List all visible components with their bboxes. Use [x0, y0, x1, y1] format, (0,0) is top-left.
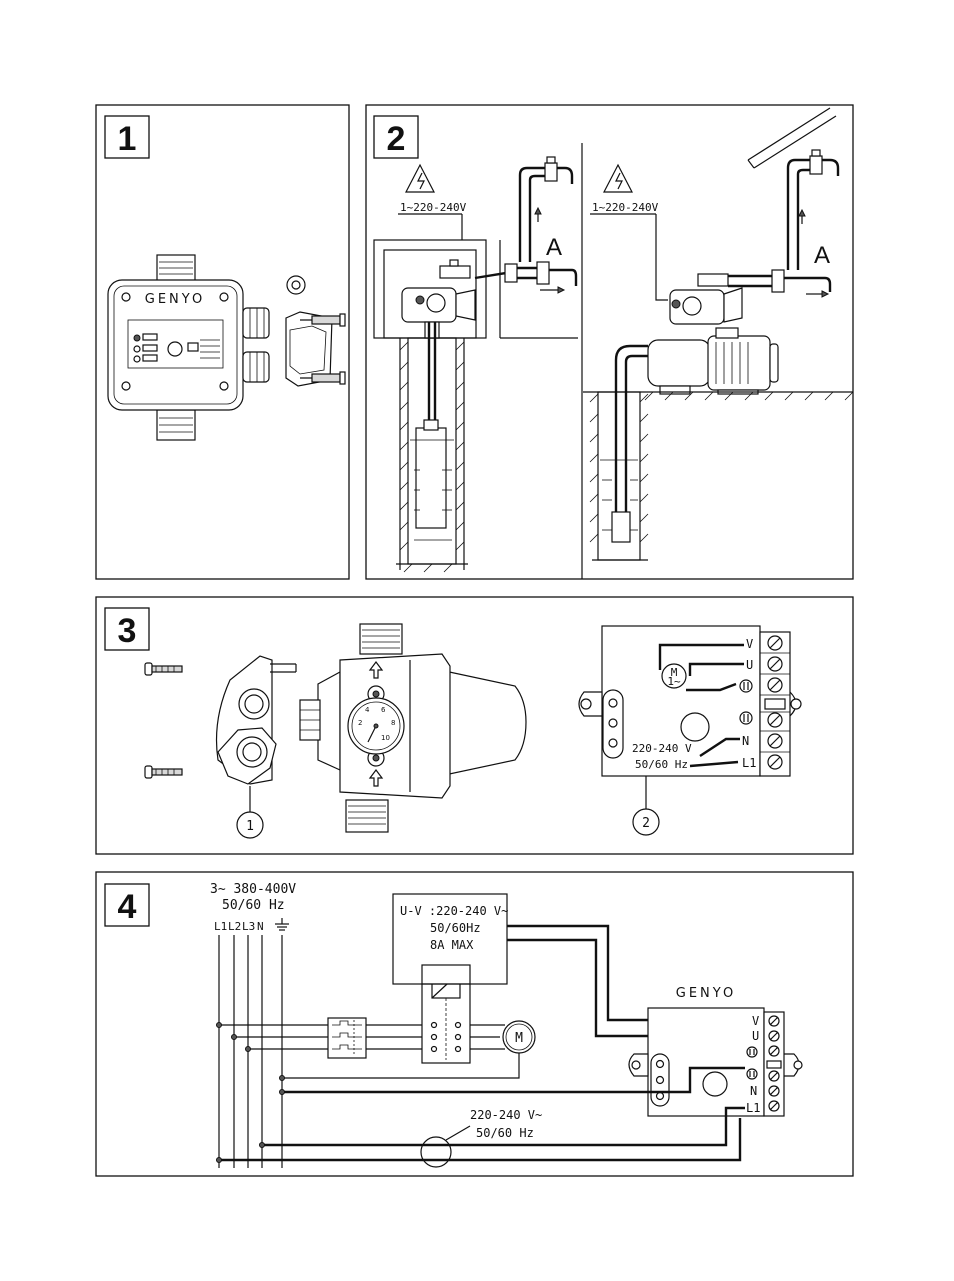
aux-voltage-label: 220-240 V~: [470, 1108, 542, 1122]
callout-2-label: 2: [642, 816, 650, 831]
terminal-label-v: V: [752, 1014, 759, 1028]
panel-4-number: 4: [118, 888, 137, 926]
panel-4: 4 3~ 380-400V 50/60 Hz L1 L2 L3 N: [95, 871, 854, 1177]
panel-2-number-box: [373, 115, 419, 159]
callout-1: [236, 811, 264, 839]
right-outlet-label: A: [814, 242, 830, 269]
cable-hole: [680, 712, 710, 742]
screw-icon: [121, 381, 131, 391]
terminal-label-n: N: [750, 1084, 757, 1098]
electric-warning-icon: [603, 163, 633, 193]
panel-3-frame: [95, 596, 854, 855]
terminal-label-v: V: [746, 637, 753, 651]
panel-1: 1 GENYO: [95, 104, 350, 580]
panel-1-number-box: [104, 115, 150, 159]
pressure-controller-front: GENYO: [107, 254, 270, 441]
terminal-label-u: U: [752, 1029, 759, 1043]
callout-2: [632, 808, 660, 836]
panel-2: 2 1~220-240V: [365, 104, 854, 580]
panel-2-number: 2: [387, 120, 406, 158]
panel-2-frame: [365, 104, 854, 580]
screw-upper: [144, 662, 183, 676]
panel-4-number-box: [104, 883, 150, 927]
terminal-screws: [764, 635, 786, 770]
genyo-terminal-board: V U N L1: [628, 1007, 803, 1117]
submersible-installation: 1~220-240V A: [373, 156, 578, 573]
motor-label: M: [671, 666, 678, 679]
right-voltage-label: 1~220-240V: [592, 201, 659, 214]
terminal-label-l1: L1: [746, 1101, 760, 1115]
relay-spec-current: 8A MAX: [430, 938, 474, 952]
panel-1-number: 1: [118, 120, 137, 158]
controller-brand: GENYO: [676, 986, 736, 1001]
screw-icon: [219, 292, 229, 302]
panel-4-frame: [95, 871, 854, 1177]
dial-number: 8: [391, 719, 395, 727]
relay-spec-frequency: 50/60Hz: [430, 921, 481, 935]
cable-gland-lower: [242, 351, 270, 383]
terminal-label-l1: L1: [742, 756, 756, 770]
bottom-threaded-connector: [345, 799, 389, 833]
terminal-board: V U N L1 M 1~ 220-240 V 50/60 Hz 2: [578, 625, 802, 836]
reset-button-icon: [167, 341, 183, 357]
earth-symbol-icon: [275, 918, 289, 931]
terminal-label-n: N: [742, 734, 749, 748]
gauge-needle: [367, 725, 377, 743]
gauge-icon: [682, 296, 702, 316]
top-threaded-connector: [359, 623, 403, 655]
relay-spec-voltage: U-V :220-240 V~: [400, 904, 508, 918]
left-voltage-label: 1~220-240V: [400, 201, 467, 214]
left-outlet-label: A: [546, 234, 562, 261]
controller-side-body: [439, 669, 527, 777]
aux-frequency-label: 50/60 Hz: [476, 1126, 534, 1140]
motor-sub-label: 1~: [667, 675, 681, 688]
line-label-l1: L1: [214, 920, 227, 933]
submersible-pump: [415, 427, 447, 529]
arrow-up-icon: [368, 661, 384, 679]
controller-brand: GENYO: [145, 292, 205, 307]
roof-line: [747, 107, 831, 161]
controller-label-plate: [127, 319, 224, 369]
supply-frequency-label: 50/60 Hz: [635, 758, 688, 771]
ground-terminal-icon: [746, 1068, 758, 1080]
three-phase-motor-label: M: [515, 1031, 523, 1046]
aux-supply-circle: [420, 1136, 452, 1168]
pressure-controller-gauge-view: 2 4 6 8 10: [299, 623, 527, 833]
panel-3-number: 3: [118, 612, 137, 650]
line-label-l3: L3: [242, 920, 255, 933]
dial-number: 2: [358, 719, 362, 727]
dial-number: 4: [365, 706, 370, 714]
callout-1-label: 1: [246, 819, 254, 834]
gauge-icon: [426, 293, 446, 313]
motor-icon: [661, 663, 687, 689]
cable-hole: [702, 1071, 728, 1097]
dial-number: 6: [381, 706, 386, 714]
cable-gland-upper: [242, 307, 270, 339]
ground-terminal-icon: [739, 679, 753, 693]
terminal-label-u: U: [746, 658, 753, 672]
electric-warning-icon: [405, 163, 435, 193]
screw-lower: [144, 765, 183, 779]
three-phase-supply-label: 3~ 380-400V: [210, 882, 296, 897]
ground-terminal-icon: [746, 1046, 758, 1058]
relay-spec-box: [392, 893, 508, 985]
dial-number: 10: [381, 734, 390, 742]
panel-3-number-box: [104, 607, 150, 651]
line-label-n: N: [257, 920, 264, 933]
foot-valve: [611, 511, 631, 543]
screw-icon: [219, 381, 229, 391]
arrow-up-icon: [368, 769, 384, 787]
panel-3: 3 1: [95, 596, 854, 855]
surface-pump-housing: [647, 339, 711, 387]
supply-voltage-label: 220-240 V: [632, 742, 692, 755]
screw-icon: [121, 292, 131, 302]
surface-pump-installation: 1~220-240V A: [583, 107, 854, 561]
panel-1-frame: [95, 104, 350, 580]
ground-terminal-icon: [739, 711, 753, 725]
circuit-breaker: [327, 1017, 367, 1059]
pump-motor: [707, 335, 771, 391]
line-label-l2: L2: [228, 920, 241, 933]
three-phase-frequency-label: 50/60 Hz: [222, 898, 285, 913]
